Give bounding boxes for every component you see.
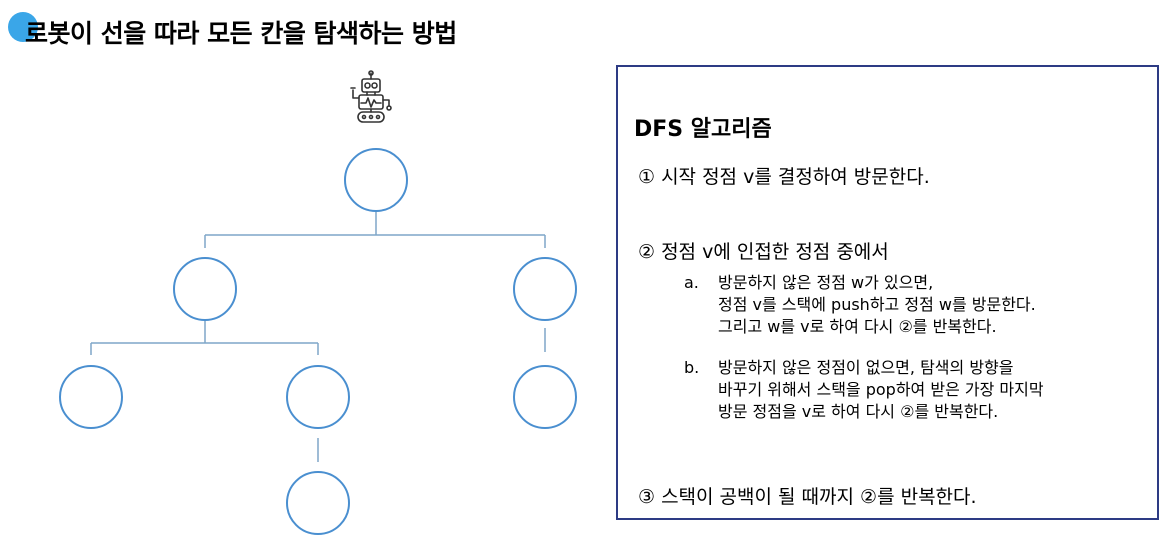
node-right	[513, 257, 577, 321]
page-title: 로봇이 선을 따라 모든 칸을 탐색하는 방법	[25, 19, 457, 48]
node-left	[173, 257, 237, 321]
step-2b-line: 방문 정점을 v로 하여 다시 ②를 반복한다.	[718, 402, 999, 421]
dfs-algorithm-panel: DFS 알고리즘 ① 시작 정점 v를 결정하여 방문한다. ② 정점 v에 인…	[616, 65, 1159, 520]
panel-title: DFS 알고리즘	[634, 117, 772, 142]
step-2a-line: 방문하지 않은 정점 w가 있으면,	[718, 273, 934, 292]
step-2b-line: 방문하지 않은 정점이 없으면, 탐색의 방향을	[718, 358, 1014, 377]
tree-diagram	[59, 148, 577, 535]
step-2: ② 정점 v에 인접한 정점 중에서	[638, 241, 889, 263]
robot-icon	[350, 70, 392, 123]
step-3: ③ 스택이 공백이 될 때까지 ②를 반복한다.	[638, 486, 977, 508]
node-left-left	[59, 365, 123, 429]
node-bottom	[286, 471, 350, 535]
step-2b-marker: b.	[684, 358, 700, 377]
step-2b-line: 바꾸기 위해서 스택을 pop하여 받은 가장 마지막	[718, 380, 1044, 399]
node-root	[344, 148, 408, 212]
step-2a-line: 정점 v를 스택에 push하고 정점 w를 방문한다.	[718, 295, 1036, 314]
step-2a-marker: a.	[684, 273, 699, 292]
step-1: ① 시작 정점 v를 결정하여 방문한다.	[638, 166, 930, 188]
node-right-child	[513, 365, 577, 429]
node-left-right	[286, 365, 350, 429]
title-accent-dot	[8, 12, 38, 42]
step-2a-line: 그리고 w를 v로 하여 다시 ②를 반복한다.	[718, 317, 997, 336]
